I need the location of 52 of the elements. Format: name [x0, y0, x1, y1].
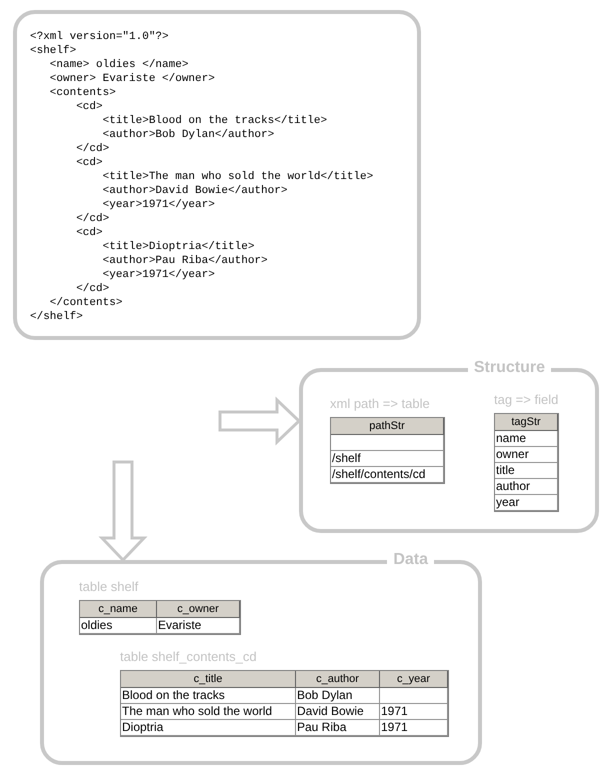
table-cell: 1971	[380, 720, 448, 736]
table-cell: Evariste	[157, 618, 240, 634]
column-header: c_author	[296, 671, 380, 688]
code-line: <title>Blood on the tracks</title>	[102, 114, 328, 128]
column-header: c_name	[80, 601, 157, 618]
code-line: <cd>	[75, 156, 103, 170]
code-line: <name> oldies </name>	[48, 58, 188, 72]
column-header: c_year	[380, 671, 448, 688]
code-line: </cd>	[75, 282, 110, 296]
table-cell: /shelf	[331, 451, 444, 467]
code-line: <owner> Evariste </owner>	[48, 72, 215, 86]
code-line: <title>The man who sold the world</title>	[102, 170, 374, 184]
table-cell: name	[495, 431, 558, 447]
table-cell: Bob Dylan	[296, 688, 380, 704]
code-line: </cd>	[75, 212, 110, 226]
block-arrow	[218, 396, 302, 446]
code-line: <contents>	[48, 86, 116, 100]
code-line: <?xml version="1.0"?>	[30, 30, 169, 44]
code-line: <author>David Bowie</author>	[102, 184, 288, 198]
table-caption: table shelf_contents_cd	[120, 648, 257, 666]
code-line: </cd>	[75, 142, 110, 156]
column-header: pathStr	[331, 418, 444, 435]
table-cell: David Bowie	[296, 704, 380, 720]
table-cell: Blood on the tracks	[121, 688, 296, 704]
column-header: c_title	[121, 671, 296, 688]
column-header: tagStr	[495, 414, 558, 431]
table-cell: oldies	[80, 618, 157, 634]
table-cell: Pau Riba	[296, 720, 380, 736]
code-line: </shelf>	[30, 310, 83, 324]
code-line: <cd>	[75, 226, 103, 240]
table-caption: table shelf	[79, 578, 138, 596]
block-arrow	[98, 460, 148, 562]
code-line: <cd>	[75, 100, 103, 114]
table-cell: /shelf/contents/cd	[331, 467, 444, 483]
table-caption: xml path => table	[330, 395, 430, 413]
table-caption: tag => field	[494, 391, 558, 409]
table-cell: author	[495, 479, 558, 495]
code-line: <year>1971</year>	[102, 268, 215, 282]
code-line: <title>Dioptria</title>	[102, 240, 254, 254]
code-line: <author>Pau Riba</author>	[102, 254, 268, 268]
column-header: c_owner	[157, 601, 240, 618]
code-panel	[13, 10, 421, 340]
table-cell: title	[495, 463, 558, 479]
code-line: <author>Bob Dylan</author>	[102, 128, 274, 142]
table-cell: Dioptria	[121, 720, 296, 736]
code-line: </contents>	[48, 296, 122, 310]
code-line: <year>1971</year>	[102, 198, 215, 212]
table-cell: year	[495, 495, 558, 511]
table-cell: 1971	[380, 704, 448, 720]
table-cell: owner	[495, 447, 558, 463]
code-line: <shelf>	[30, 44, 76, 58]
table-cell: The man who sold the world	[121, 704, 296, 720]
